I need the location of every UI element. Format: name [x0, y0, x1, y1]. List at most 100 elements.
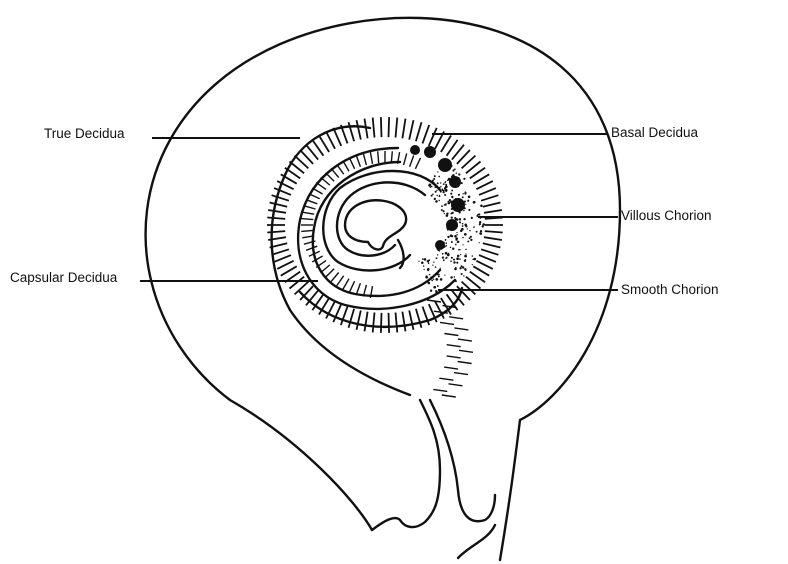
hatch-stroke — [347, 308, 355, 328]
stipple-dot — [429, 289, 433, 292]
hatch-stroke — [318, 135, 330, 153]
hatch-stroke — [269, 201, 288, 208]
stipple-dot — [480, 204, 483, 207]
hatch-stroke — [472, 173, 490, 185]
chorion-hatch-stroke — [305, 199, 318, 205]
hatch-stroke — [421, 124, 431, 144]
villous-blob — [451, 198, 465, 212]
stipple-dot — [428, 183, 432, 187]
stipple-dot — [470, 238, 473, 242]
stipple-dot — [464, 268, 467, 271]
stipple-dot — [466, 228, 468, 230]
stipple-dot — [451, 189, 454, 192]
chorion-hatch-stroke — [308, 250, 320, 257]
stipple-dot — [468, 237, 471, 240]
hatch-stroke — [469, 167, 486, 180]
stipple-dot — [457, 193, 460, 196]
stipple-dot — [444, 182, 446, 184]
canal-hatch-stroke — [453, 371, 469, 376]
hatch-stroke — [415, 122, 423, 142]
stipple-dot — [450, 212, 453, 215]
canal-hatch-stroke — [448, 383, 463, 387]
canal-hatch-stroke — [446, 355, 461, 359]
stipple-dot — [450, 256, 453, 259]
hatch-stroke — [460, 280, 477, 296]
hatch-stroke — [465, 276, 482, 290]
stipple-dot — [442, 210, 445, 213]
stipple-dot — [432, 193, 434, 196]
canal-hatch-stroke — [439, 321, 455, 326]
stipple-dot — [449, 234, 453, 237]
hatch-stroke — [355, 310, 362, 330]
stipple-dot — [431, 279, 434, 282]
stipple-dot — [459, 267, 462, 270]
hatch-stroke — [415, 308, 423, 328]
hatch-stroke — [267, 236, 287, 241]
chorion-hatch-stroke — [315, 260, 327, 268]
stipple-dot — [441, 205, 443, 207]
embryo — [343, 199, 408, 251]
stipple-dot — [436, 285, 439, 287]
chorion-hatch-stroke — [325, 268, 335, 278]
stipple-dot — [437, 273, 440, 276]
stipple-dot — [450, 276, 453, 279]
hatch-stroke — [299, 285, 314, 301]
chorion-hatch-stroke — [320, 176, 331, 186]
chorion-hatch-stroke — [330, 272, 340, 283]
stipple-dot — [439, 278, 443, 281]
stipple-dot — [440, 182, 442, 184]
stipple-dot — [435, 278, 439, 281]
stipple-dot — [433, 261, 435, 263]
label-villous-chorion: Villous Chorion — [621, 208, 712, 223]
stipple-dot — [441, 256, 445, 259]
stipple-dot — [460, 265, 463, 268]
amnion — [322, 169, 442, 272]
stipple-dot — [469, 235, 472, 238]
hatch-stroke — [408, 120, 415, 140]
hatch-stroke — [276, 180, 294, 191]
stipple-dot — [430, 194, 433, 197]
hatch-stroke — [267, 209, 287, 214]
chorion-hatch-stroke — [325, 172, 335, 182]
hatch-stroke — [469, 270, 486, 283]
stipple-dot — [454, 168, 456, 170]
stipple-dot — [438, 249, 441, 252]
chorion-hatch-stroke — [369, 151, 374, 165]
hatch-stroke — [273, 187, 292, 196]
chorion-hatch-stroke — [320, 264, 331, 274]
hatch-stroke — [460, 154, 477, 170]
stipple-dot — [449, 199, 451, 202]
hatch-stroke — [484, 230, 503, 234]
villous-stipple — [410, 145, 486, 294]
stipple-dot — [464, 192, 467, 195]
canal-hatch-stroke — [454, 327, 469, 331]
chorion-inner — [311, 160, 442, 298]
hatch-stroke — [408, 310, 415, 330]
stipple-dot — [454, 236, 456, 238]
hatch-stroke — [288, 276, 305, 290]
stipple-dot — [460, 253, 462, 256]
stipple-dot — [437, 171, 439, 173]
stipple-dot — [458, 173, 461, 176]
hatch-stroke — [483, 236, 503, 241]
hatch-stroke — [480, 194, 499, 202]
stipple-dot — [465, 203, 467, 205]
canal-hatch-stroke — [446, 344, 461, 348]
stipple-dot — [468, 208, 471, 211]
hatch-stroke — [478, 254, 497, 263]
villous-blob — [410, 145, 420, 155]
stipple-dot — [456, 261, 459, 264]
hatch-stroke — [325, 131, 336, 150]
hatch-stroke — [288, 160, 305, 174]
stipple-dot — [473, 257, 477, 261]
stipple-dot — [450, 260, 452, 262]
chorion-hatch-stroke — [348, 157, 356, 170]
chorion-hatch-stroke — [336, 163, 345, 175]
chorion-hatch-stroke — [355, 155, 362, 167]
hatch-stroke — [363, 118, 369, 139]
stipple-dot — [463, 232, 467, 236]
stipple-dot — [440, 185, 442, 188]
stipple-dot — [446, 212, 449, 215]
stipple-dot — [467, 240, 470, 243]
